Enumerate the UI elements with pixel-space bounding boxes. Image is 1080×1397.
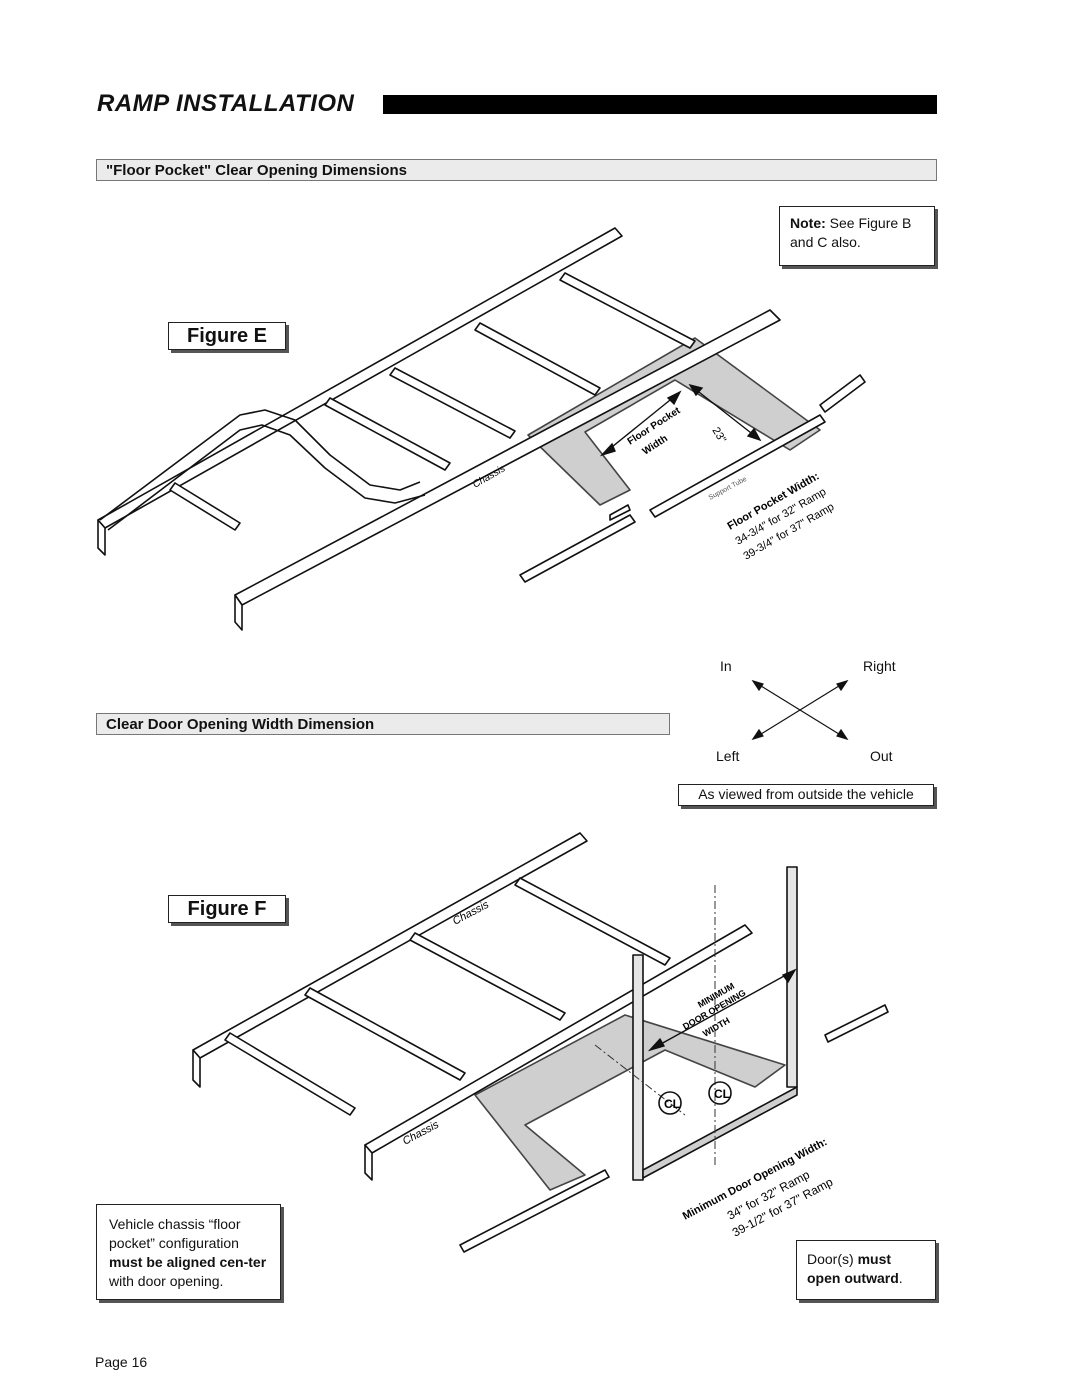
door-width-arrowhead-right: [781, 968, 797, 984]
arrowhead-right: [666, 390, 682, 406]
upper-frame-rail-f-web: [192, 1049, 201, 1088]
door-width-arrowhead-left: [647, 1037, 666, 1052]
depth-arrow: [689, 384, 761, 441]
support-tube: [649, 414, 826, 518]
cl-text-1: CL: [664, 1097, 680, 1111]
lower-frame-rail-web: [234, 594, 243, 631]
lower-frame-rail: [234, 309, 781, 606]
compass-caption: As viewed from outside the vehicle: [678, 784, 934, 806]
page-number: Page 16: [95, 1354, 148, 1370]
compass-out: Out: [870, 748, 893, 764]
door-outward-note: Door(s) must open outward.: [796, 1240, 936, 1300]
door-note-end: .: [898, 1270, 903, 1286]
right-extension-f: [824, 1004, 889, 1043]
floor-pocket-area: [527, 337, 821, 506]
kinked-rail: [99, 409, 421, 521]
centerline-chassis: [594, 1044, 686, 1116]
compass-in: In: [720, 658, 732, 674]
cross-member-2: [324, 397, 451, 471]
page-title: RAMP INSTALLATION: [97, 90, 355, 117]
depth-dimension-label: 23": [709, 425, 728, 445]
door-width-arrow: [649, 969, 796, 1051]
figure-e-label: Figure E: [168, 322, 286, 350]
right-extension: [819, 374, 866, 413]
cross-member-f-2: [304, 987, 466, 1081]
note-text: See Figure B and C also.: [790, 215, 912, 250]
compass-right: Right: [863, 658, 896, 674]
depth-arrowhead-top: [688, 383, 704, 397]
upper-frame-rail-web: [97, 519, 106, 556]
door-note-text-1: Door(s): [807, 1251, 854, 1267]
door-note-bold-2: open outward: [807, 1270, 899, 1286]
door-threshold: [642, 1086, 798, 1179]
note-box: Note: See Figure B and C also.: [779, 206, 935, 266]
door-post-left: [632, 954, 644, 1181]
upper-frame-rail-f: [192, 832, 588, 1059]
cross-member-5: [559, 272, 696, 349]
door-note-bold-1: must: [857, 1251, 892, 1267]
cross-member-f-4: [514, 877, 671, 966]
title-bar-decoration: [383, 95, 937, 114]
bottom-extension-f: [459, 1169, 610, 1253]
cross-member-1: [169, 482, 241, 531]
compass-arrows: [751, 679, 849, 741]
bottom-extension: [519, 514, 636, 583]
upper-frame-rail: [97, 227, 623, 529]
arrowhead-left: [599, 442, 616, 457]
kinked-rail-lower: [107, 424, 426, 531]
figure-e-diagram: Chassis Floor Pocket Width 23" Support T…: [97, 227, 866, 631]
cross-member-4: [474, 322, 601, 396]
floor-pocket-width-arrow: [601, 391, 681, 456]
depth-arrowhead-bottom: [746, 427, 762, 442]
chassis-note-text-1: Vehicle chassis “floor pocket” configura…: [109, 1216, 241, 1251]
centerline-symbol-2: [708, 1081, 732, 1105]
right-extension-2: [609, 504, 631, 521]
section-header-door-opening: Clear Door Opening Width Dimension: [96, 713, 670, 735]
figure-f-diagram: CL CL Chassis Chassis MINIMUM DOOR OPENI…: [192, 832, 889, 1253]
chassis-note-text-2: with door opening.: [109, 1273, 224, 1289]
lower-frame-rail-f-web: [364, 1144, 373, 1181]
chassis-note-bold: must be aligned cen-ter: [109, 1254, 267, 1270]
cl-text-2: CL: [714, 1087, 730, 1101]
centerline-symbol-1: [658, 1091, 682, 1115]
chassis-alignment-note: Vehicle chassis “floor pocket” configura…: [96, 1204, 281, 1300]
section-header-floor-pocket: "Floor Pocket" Clear Opening Dimensions: [96, 159, 937, 181]
note-bold: Note:: [790, 215, 826, 231]
door-floor-pocket-area: [474, 1014, 786, 1191]
cross-member-f-3: [409, 932, 566, 1021]
cross-member-3: [389, 367, 516, 439]
figure-f-label: Figure F: [168, 895, 286, 923]
compass-left: Left: [716, 748, 740, 764]
cross-member-f-1: [224, 1032, 356, 1116]
